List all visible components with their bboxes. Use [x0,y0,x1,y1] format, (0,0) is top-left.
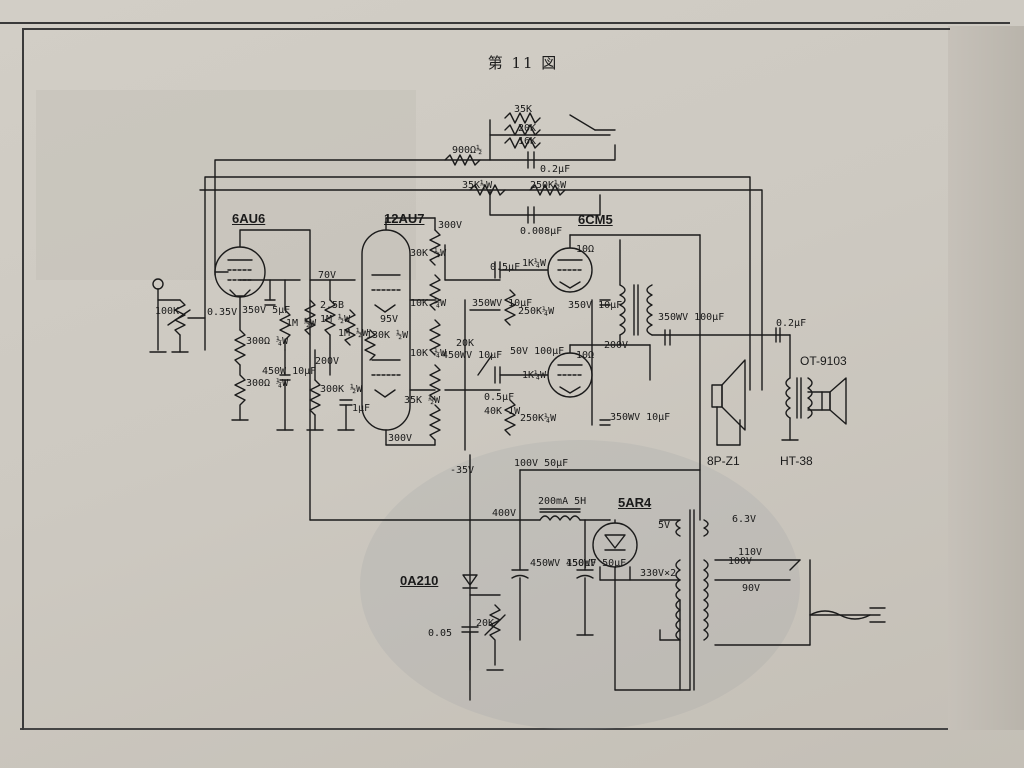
feedback-wires [199,114,763,391]
speaker-label-ht38: HT-38 [780,454,813,468]
label-r1k2: 1K¼W [522,370,547,381]
tube-6cm5-symbols [494,234,701,521]
label-c05a: 0.5μF [490,262,521,273]
voltage-90v: 90V [742,583,761,594]
label-c0008: 0.008μF [520,226,563,237]
voltage-100v: 100V [728,556,753,567]
label-c350v5: 350V 5μF [242,305,291,316]
label-c005: 0.05 [428,628,453,639]
label-r1m: 1M ½W [286,318,317,329]
voltage-70v: 70V [318,270,337,281]
phase-splitter-resistors [429,217,501,451]
tube-label-5ar4: 5AR4 [618,495,652,510]
label-r10k-b: 10K ¼W [410,348,447,359]
voltage-330v: 330V×2 [640,568,677,579]
label-c350v2: 350WV 10μF [610,412,671,423]
label-r300: 300Ω ¼W [246,336,289,347]
filter-choke [539,508,581,521]
tube-label-0a210: 0A210 [400,573,439,588]
label-r20k: 20K [518,123,537,134]
tube-label-12au7: 12AU7 [384,211,425,226]
top-capacitors [527,151,535,224]
voltage-minus35v: -35V [450,465,475,476]
facing-page-strip [948,26,1024,730]
stage1-network [231,279,301,431]
tube-12au7-symbol [361,217,436,446]
label-c50v: 50V 100μF [510,346,565,357]
tube-label-6cm5: 6CM5 [578,212,613,227]
voltage-63v: 6.3V [732,514,757,525]
label-c350v: 350V 10μF [568,300,623,311]
speaker-ht38-symbol [807,377,847,425]
label-r35k-half: 35K½W [462,180,493,191]
tube-0a210-network [461,574,504,671]
label-c02b: 0.2μF [776,318,807,329]
label-c450a: 450WV 150μF [530,558,597,569]
label-r10b: 10Ω [576,350,595,361]
speaker-label-8pz1: 8P-Z1 [707,454,740,468]
label-r10k: 10K ¼W [410,298,447,309]
label-r300k: 300K ½W [320,384,363,395]
label-r16k: 16K [518,136,537,147]
label-r1mb: 1M ½W [320,314,351,325]
label-pot-100k: 100K [155,306,180,317]
filter-capacitors [511,519,594,641]
output-transformer [619,239,781,346]
bleed-through-area [36,90,416,280]
label-c05b: 0.5μF [484,392,515,403]
label-r250k-half: 250K½W [530,180,567,191]
label-r300b: 300Ω ¼W [246,378,289,389]
voltage-035v: 0.35V [207,307,238,318]
label-r900: 900Ω½ [452,145,483,156]
label-r25b: 2.5B [320,300,345,311]
voltage-200v-a: 200V [604,340,629,351]
label-r10: 10Ω [576,244,595,255]
label-c1uf: 1μF [352,403,371,414]
label-c02: 0.2μF [540,164,571,175]
input-stage [149,278,206,353]
output-transformer-ot9103 [775,327,813,441]
speaker-8pz1-symbol [711,359,746,446]
voltage-5v: 5V [658,520,671,531]
label-r250k4-b: 250K¼W [520,413,557,424]
label-c350wv: 350WV 10μF [472,298,533,309]
label-choke: 200mA 5H [538,496,587,507]
label-c350wv2: 350WV 100μF [658,312,725,323]
voltage-300v-bottom: 300V [388,433,413,444]
voltage-110v: 110V [738,547,763,558]
label-r35k: 35K [514,104,533,115]
label-r1k: 1K¼W [522,258,547,269]
label-r20k-c: 20K [456,338,475,349]
label-r130k: 130K ½W [366,330,409,341]
figure-panel [22,28,950,730]
figure-title: 第 11 図 [487,54,559,72]
label-r1mc: 1M ½W [338,328,369,339]
glare-reflection [360,440,800,730]
pot-arrows [167,309,506,636]
voltage-95v: 95V [380,314,399,325]
label-r250k4: 250K¼W [518,306,555,317]
voltage-200v-b: 200V [315,356,340,367]
label-r40k: 40K 1W [484,406,521,417]
voltage-300v-top: 300V [438,220,463,231]
label-r35k-c: 35K ½W [404,395,441,406]
frame-top-rule [0,0,1010,24]
label-r20k-d: 20K [476,618,495,629]
label-c450wv: 450WV 10μF [442,350,503,361]
voltage-400v: 400V [492,508,517,519]
label-c100v: 100V 50μF [514,458,569,469]
label-r30k: 30K ½W [410,248,447,259]
tube-label-6au6: 6AU6 [232,211,266,226]
power-transformer [614,509,886,691]
frame-bottom-rule [20,728,1024,730]
transformer-label-ot9103: OT-9103 [800,354,847,368]
top-resistors [444,112,566,196]
interstage-network [304,279,356,431]
label-c450: 450W 10μF [262,366,317,377]
label-c450b: 450WV 50μF [566,558,627,569]
